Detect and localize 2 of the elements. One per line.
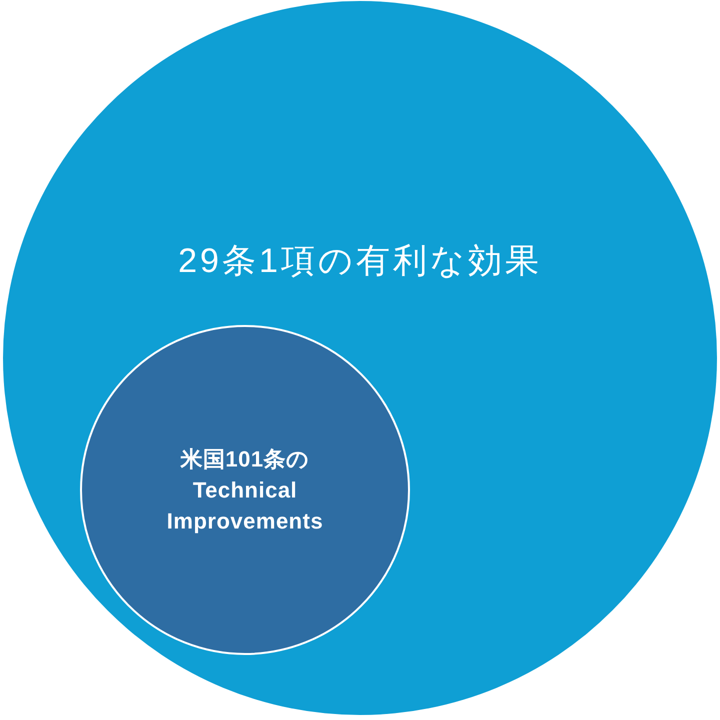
circle-label: 米国101条の Technical Improvements xyxy=(166,446,324,536)
circle-label: 29条1項の有利な効果 xyxy=(178,241,542,282)
